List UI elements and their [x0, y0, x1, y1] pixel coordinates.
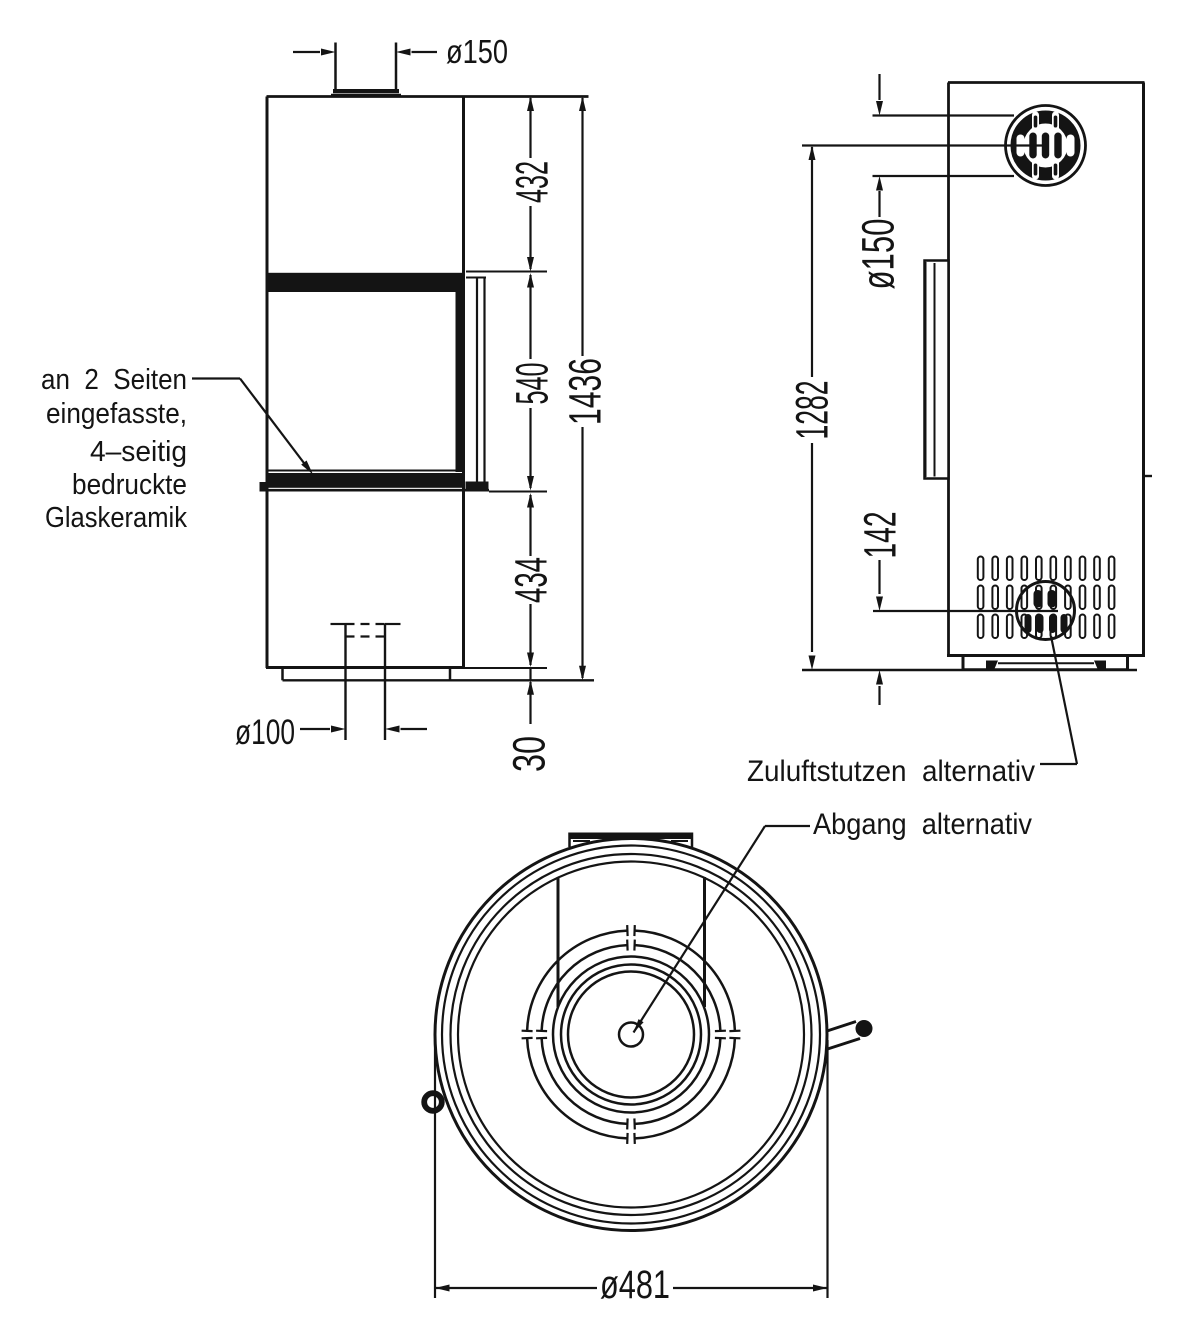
svg-text:30: 30 — [504, 736, 555, 772]
svg-text:Abgang alternativ: Abgang alternativ — [813, 808, 1032, 841]
svg-text:Glaskeramik: Glaskeramik — [45, 502, 187, 534]
svg-text:432: 432 — [507, 161, 558, 203]
svg-text:1282: 1282 — [787, 381, 838, 440]
svg-text:eingefasste,: eingefasste, — [46, 398, 187, 430]
svg-text:1436: 1436 — [560, 358, 611, 425]
svg-text:bedruckte: bedruckte — [72, 469, 187, 501]
svg-text:ø150: ø150 — [446, 33, 508, 70]
svg-text:142: 142 — [855, 512, 906, 559]
svg-text:434: 434 — [506, 557, 557, 603]
svg-text:ø150: ø150 — [853, 219, 904, 290]
svg-text:540: 540 — [507, 363, 558, 405]
svg-text:Zuluftstutzen alternativ: Zuluftstutzen alternativ — [747, 755, 1035, 788]
svg-text:ø100: ø100 — [235, 713, 295, 752]
svg-text:4–seitig: 4–seitig — [90, 436, 187, 468]
svg-text:ø481: ø481 — [600, 1263, 670, 1307]
svg-text:an 2 Seiten: an 2 Seiten — [41, 364, 187, 396]
